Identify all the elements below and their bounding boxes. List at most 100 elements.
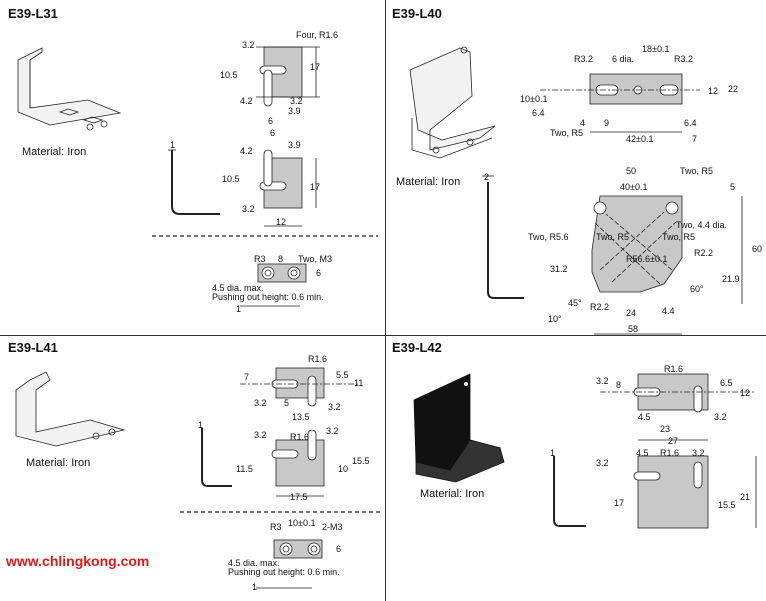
dim-text: 17.5 (290, 492, 308, 502)
dim-text: 4.5 dia. max. (228, 558, 280, 568)
dim-text: 8 (278, 254, 283, 264)
dim-text: R2.2 (590, 302, 609, 312)
dim-text: R56.6±0.1 (626, 254, 667, 264)
dim-text: 6 (270, 128, 275, 138)
dim-text: 3.2 (254, 398, 267, 408)
dim-text: R3.2 (674, 54, 693, 64)
watermark-text: www.chlingkong.com (6, 553, 150, 569)
dim-text: 10° (548, 314, 562, 324)
dim-text: Two, R5.6 (528, 232, 569, 242)
dim-text: 3.9 (288, 140, 301, 150)
dim-text: 4.4 (662, 306, 675, 316)
dim-text: 5.5 (336, 370, 349, 380)
dim-text: 1 (170, 140, 175, 150)
dim-text: 23 (660, 424, 670, 434)
dim-text: 45° (568, 298, 582, 308)
dim-text: 1 (198, 420, 203, 430)
dim-text: 10 (338, 464, 348, 474)
dim-text: 4.5 (638, 412, 651, 422)
dim-text: 17 (614, 498, 624, 508)
dim-text: Two, R5 (662, 232, 695, 242)
dim-text: 5 (284, 398, 289, 408)
l42-bracket-illustration (413, 373, 505, 483)
dim-text: R1.6 (290, 432, 309, 442)
dim-text: 4.5 (636, 448, 649, 458)
dim-text: 2-M3 (322, 522, 343, 532)
dim-text: 22 (728, 84, 738, 94)
dim-text: 15.5 (352, 456, 370, 466)
panel-title-l42: E39-L42 (392, 340, 442, 355)
dim-text: 27 (668, 436, 678, 446)
l31-bracket-illustration (17, 47, 122, 131)
dim-text: 10±0.1 (288, 518, 315, 528)
dim-text: R3 (254, 254, 266, 264)
dim-text: 42±0.1 (626, 134, 653, 144)
panel-title-l41: E39-L41 (8, 340, 58, 355)
dim-text: 24 (626, 308, 636, 318)
dim-text: 4 (580, 118, 585, 128)
dim-text: Two, 4.4 dia. (676, 220, 727, 230)
dim-text: 8 (616, 380, 621, 390)
dim-text: 3.2 (714, 412, 727, 422)
dim-text: 9 (604, 118, 609, 128)
dim-text: 50 (626, 166, 636, 176)
dim-text: 3.2 (596, 376, 609, 386)
dim-text: 18±0.1 (642, 44, 669, 54)
dim-text: 3.2 (242, 40, 255, 50)
dim-text: 12 (276, 217, 286, 227)
dim-text: Two, R5 (550, 128, 583, 138)
dim-text: 6 dia. (612, 54, 634, 64)
dim-text: Two, M3 (298, 254, 332, 264)
l41-bracket-illustration (15, 371, 126, 447)
dim-text: 5 (730, 182, 735, 192)
dim-text: 60° (690, 284, 704, 294)
dim-text: 7 (244, 372, 249, 382)
dim-text: 11.5 (236, 464, 253, 474)
dim-text: 4.2 (240, 96, 253, 106)
material-l41: Material: Iron (26, 457, 91, 469)
material-l31: Material: Iron (22, 146, 87, 158)
panel-title-l31: E39-L31 (8, 6, 58, 21)
dim-text: 1 (550, 448, 555, 458)
dim-text: Two, R5 (680, 166, 713, 176)
dim-text: 58 (628, 324, 638, 334)
dim-text: R1.6 (308, 354, 327, 364)
dim-text: Pushing out height: 0.6 min. (212, 292, 324, 302)
dim-text: 3.2 (692, 448, 705, 458)
dim-text: 3.2 (242, 204, 255, 214)
dim-text: 21.9 (722, 274, 740, 284)
l41-plan-bottom-plate (275, 439, 325, 487)
panel-title-l40: E39-L40 (392, 6, 442, 21)
dim-text: 31.2 (550, 264, 568, 274)
dim-text: 6 (336, 544, 341, 554)
dim-text: 6.5 (720, 378, 733, 388)
dim-text: 10.5 (220, 70, 238, 80)
dim-text: 15.5 (718, 500, 736, 510)
dim-text: R1.6 (664, 364, 683, 374)
dim-text: R2.2 (694, 248, 713, 258)
dim-text: 60 (752, 244, 762, 254)
dim-text: 7 (692, 134, 697, 144)
dim-text: R3.2 (574, 54, 593, 64)
dim-text: 12 (708, 86, 718, 96)
dim-text: 6 (316, 268, 321, 278)
dim-text: R1.6 (660, 448, 679, 458)
dim-text: 3.2 (290, 96, 303, 106)
dim-text: 12 (740, 388, 750, 398)
divider-horizontal (0, 335, 766, 336)
dim-text: 11 (354, 378, 363, 388)
dim-text: 21 (740, 492, 750, 502)
dim-text: 6 (268, 116, 273, 126)
dim-text: 3.2 (596, 458, 609, 468)
dim-text: 2 (484, 172, 489, 182)
dim-text: 4.2 (240, 146, 253, 156)
dim-text: 17 (310, 62, 320, 72)
dim-text: 3.2 (326, 426, 339, 436)
dim-text: 13.5 (292, 412, 310, 422)
dim-text: 3.2 (254, 430, 267, 440)
dim-text: 3.2 (328, 402, 341, 412)
dim-text: Four, R1.6 (296, 30, 338, 40)
dim-text: 1 (252, 582, 257, 592)
